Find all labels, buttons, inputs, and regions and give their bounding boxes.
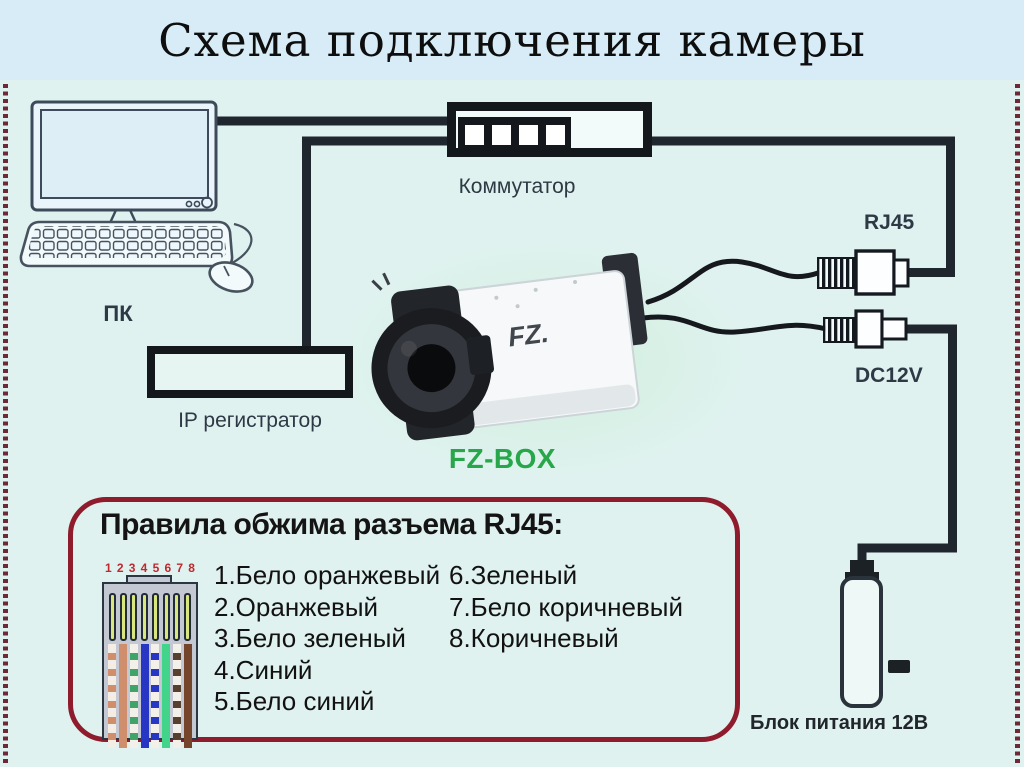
pin-number: 1 xyxy=(105,561,112,575)
psu-illustration xyxy=(840,560,910,708)
wire-stripe xyxy=(129,644,138,748)
wire-list-item: 3.Бело зеленый xyxy=(214,623,406,653)
plug-body xyxy=(102,582,198,740)
cable-network xyxy=(645,258,821,305)
pin-number: 5 xyxy=(152,561,160,575)
plug-pin xyxy=(184,593,192,641)
crimp-rules-box xyxy=(68,497,740,742)
camera-body-shadow xyxy=(435,384,636,430)
rj45-label: RJ45 xyxy=(864,211,915,234)
mouse xyxy=(208,222,254,293)
monitor-led-icon xyxy=(185,200,193,208)
title-bar: Схема подключения камеры xyxy=(0,0,1024,80)
switch-label: Коммутатор xyxy=(458,175,576,198)
wire-list-column-2: 6.Зеленый 7.Бело коричневый 8.Коричневый xyxy=(449,560,683,655)
line-dc-to-psu xyxy=(857,324,957,566)
switch-port xyxy=(465,125,484,145)
crimp-rules-title: Правила обжима разъема RJ45: xyxy=(100,508,563,541)
pin-number: 6 xyxy=(164,561,172,575)
wire-stripe xyxy=(183,644,192,748)
switch-port xyxy=(519,125,538,145)
rj45-plug-illustration xyxy=(102,575,198,748)
plug-pin xyxy=(151,593,159,641)
plug-pin xyxy=(119,593,127,641)
switch-port xyxy=(492,125,511,145)
rj45-connector-illustration xyxy=(817,249,910,296)
wire-stripe xyxy=(108,644,117,748)
wire-stripe xyxy=(172,644,181,748)
dc12v-label: DC12V xyxy=(855,364,923,387)
plug-pin xyxy=(108,593,116,641)
psu-body xyxy=(840,576,883,708)
pin-number: 8 xyxy=(188,561,195,575)
wire-list-item: 2.Оранжевый xyxy=(214,591,379,622)
recorder-illustration xyxy=(147,346,353,398)
wire-list-item: 1.Бело оранжевый xyxy=(214,560,441,590)
pc-illustration xyxy=(19,100,254,293)
plug-pin xyxy=(130,593,138,641)
connection-lines xyxy=(205,116,957,566)
camera-logo: FZ. xyxy=(506,318,550,353)
wire-list-column-1: 1.Бело оранжевый 2.Оранжевый 3.Бело зеле… xyxy=(214,560,440,718)
line-switch-to-rj45 xyxy=(648,136,955,277)
dotted-border-right xyxy=(1015,84,1020,765)
pin-numbers-row: 1 2 3 4 5 6 7 8 xyxy=(105,561,195,575)
wire-stripe xyxy=(140,644,149,748)
pin-number: 2 xyxy=(116,561,124,575)
dotted-border-left xyxy=(3,84,8,765)
psu-label: Блок питания 12В xyxy=(750,712,929,734)
switch-illustration xyxy=(447,102,652,157)
camera-model-label: FZ-BOX xyxy=(448,443,557,474)
wire-list-item: 8.Коричневый xyxy=(449,623,619,653)
plug-tab xyxy=(126,575,172,585)
psu-prong xyxy=(888,660,910,673)
wire-list-item: 6.Зеленый xyxy=(449,560,578,590)
plug-pin xyxy=(173,593,181,641)
camera-lens-glass xyxy=(407,344,456,393)
plug-pin xyxy=(141,593,149,641)
recorder-label: IP регистратор xyxy=(178,409,322,432)
monitor-power-icon xyxy=(201,196,213,209)
line-recorder-to-switch xyxy=(302,136,451,346)
page-title: Схема подключения камеры xyxy=(158,13,866,67)
wire-stripe xyxy=(162,644,171,748)
plug-pin xyxy=(162,593,170,641)
pin-number: 4 xyxy=(140,561,148,575)
pin-number: 7 xyxy=(176,561,184,575)
pin-number: 3 xyxy=(128,561,136,575)
wire-stripe xyxy=(151,644,160,748)
wire-list-item: 7.Бело коричневый xyxy=(449,591,683,622)
camera-pins xyxy=(371,272,391,291)
wire-list-item: 4.Синий xyxy=(214,654,313,685)
mouse-cable xyxy=(227,222,253,266)
wire-list-item: 5.Бело синий xyxy=(214,686,375,716)
keyboard xyxy=(19,220,234,268)
switch-port xyxy=(546,125,565,145)
monitor xyxy=(30,100,218,224)
plug-wires xyxy=(107,644,193,748)
camera-cables xyxy=(640,258,829,335)
plug-pins xyxy=(107,593,193,641)
cable-power xyxy=(640,314,829,335)
wire-stripe xyxy=(119,644,128,748)
mouse-button-divider xyxy=(223,265,230,277)
dc-connector-illustration xyxy=(823,309,908,349)
monitor-led-icon xyxy=(193,200,201,208)
camera-side-knob xyxy=(466,335,495,375)
pc-label: ПК xyxy=(103,301,133,326)
camera-illustration: FZ. xyxy=(371,252,648,441)
